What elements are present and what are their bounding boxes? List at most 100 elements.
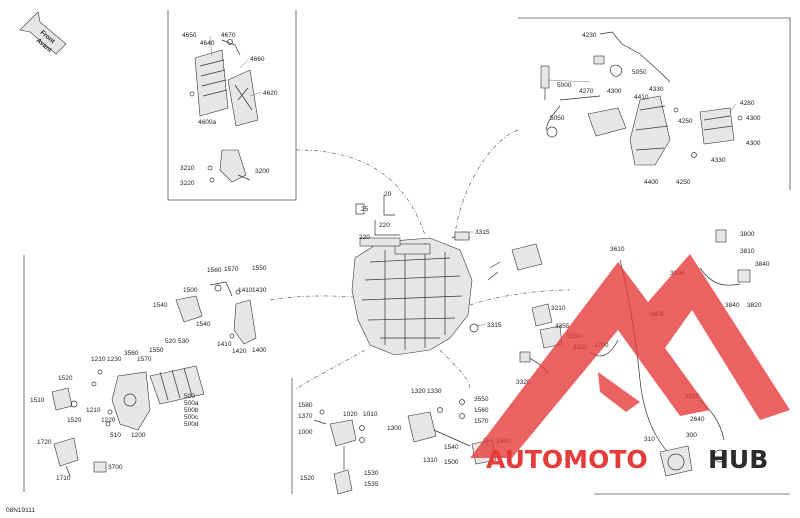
callout-label: 530 <box>178 338 189 345</box>
callout-label: 4410 <box>634 94 649 101</box>
callout-label: 1540 <box>153 302 168 309</box>
callout-label: 3800 <box>740 231 755 238</box>
callout-label: 1430 <box>252 287 267 294</box>
callout-label: 1010 <box>363 411 378 418</box>
callout-label: 500b <box>184 407 199 414</box>
group-box-top-right <box>518 17 791 190</box>
dashed-leaders <box>269 129 571 391</box>
callout-label: 1580 <box>298 402 313 409</box>
callout-label: 1400 <box>252 347 267 354</box>
callout-label: 1210 <box>91 356 106 363</box>
callout-label: 4300 <box>746 115 761 122</box>
drawing-id: 08N19111 <box>6 507 35 514</box>
callout-label: 4660 <box>250 56 265 63</box>
callout-label: 500d <box>184 421 199 428</box>
callout-label: 1300 <box>387 425 402 432</box>
callout-label: 4330 <box>711 157 726 164</box>
callout-label: 4670 <box>221 32 236 39</box>
callout-label: 25 <box>361 206 369 213</box>
callout-label: 4300 <box>607 88 622 95</box>
callout-label: 4650 <box>182 32 197 39</box>
front-direction-arrow: Front Avant <box>19 11 67 55</box>
callout-label: 500c <box>184 414 199 421</box>
callout-label: 5050 <box>632 69 647 76</box>
harness-right <box>519 229 751 477</box>
callout-label: 3550 <box>474 396 489 403</box>
callout-label: 1560 <box>207 267 222 274</box>
callout-label: 3820 <box>747 302 762 309</box>
watermark-logo <box>470 254 790 458</box>
callout-label: 1570 <box>224 266 239 273</box>
callout-label: 3315 <box>487 322 502 329</box>
callout-label: 1530 <box>364 470 379 477</box>
starter-bracket <box>175 281 257 345</box>
callout-label: 3320 <box>516 379 531 386</box>
callout-label: 1550 <box>149 347 164 354</box>
callout-label: 4330 <box>649 86 664 93</box>
callout-label: 1000 <box>298 429 313 436</box>
callout-label: 1540 <box>444 444 459 451</box>
callout-label: 20 <box>384 191 392 198</box>
callout-label: 300 <box>686 432 697 439</box>
callout-label: 1560 <box>474 407 489 414</box>
callout-label: 1570 <box>474 418 489 425</box>
callout-label: 1535 <box>364 481 379 488</box>
callout-label: 1410 <box>238 287 253 294</box>
callout-label: 4600a <box>198 119 216 126</box>
ignition-coil-set <box>540 31 743 166</box>
callout-label: 4250 <box>678 118 693 125</box>
callout-label: 3560 <box>124 350 139 357</box>
callout-label: 3220 <box>180 180 195 187</box>
callout-label: 1230 <box>107 356 122 363</box>
callout-label: 3315 <box>475 229 490 236</box>
callout-label: 520 <box>165 338 176 345</box>
callout-label: 4640 <box>200 40 215 47</box>
callout-label: 3210 <box>180 165 195 172</box>
callout-label: 4280 <box>740 100 755 107</box>
callout-label: 1220 <box>101 417 116 424</box>
watermark-text-automoto: AUTOMOTO <box>486 445 648 474</box>
callout-label: 4620 <box>263 90 278 97</box>
callout-label: 1720 <box>37 439 52 446</box>
leader-lines <box>209 35 737 327</box>
callout-label: 4230 <box>582 32 597 39</box>
callout-label: 500 <box>184 393 195 400</box>
starter-motor <box>91 365 205 431</box>
engine-mount-1000 <box>313 409 365 495</box>
callout-label: 3610 <box>610 246 625 253</box>
callout-label: 1200 <box>131 432 146 439</box>
callout-label: 1410 <box>217 341 232 348</box>
callout-label: 220 <box>379 222 390 229</box>
callout-label: 4270 <box>579 88 594 95</box>
callout-label: 1500 <box>183 287 198 294</box>
callout-label: 3210 <box>551 305 566 312</box>
callout-label: 3840 <box>755 261 770 268</box>
watermark-wordmark: AUTOMOTO HUB <box>486 445 768 474</box>
callout-label: 1020 <box>343 411 358 418</box>
callout-label: 1520 <box>67 417 82 424</box>
callout-label: 1420 <box>232 348 247 355</box>
callout-label: 1710 <box>56 475 71 482</box>
callout-label: 2640 <box>690 416 705 423</box>
callout-label: 1210 <box>86 407 101 414</box>
callout-label: 1370 <box>298 413 313 420</box>
callout-label: 3200 <box>255 168 270 175</box>
callout-label: 220 <box>359 234 370 241</box>
callout-label: 3700 <box>108 464 123 471</box>
callout-label: 4300 <box>746 140 761 147</box>
group-box-top-left <box>167 10 297 201</box>
callout-label: 1520 <box>58 375 73 382</box>
callout-label: 3355 <box>555 323 570 330</box>
callout-label: 1540 <box>196 321 211 328</box>
mount-1720 <box>53 437 107 477</box>
watermark-triangle <box>470 254 790 458</box>
callout-label: 510 <box>110 432 121 439</box>
callout-label: 1330 <box>427 388 442 395</box>
callout-label: 310 <box>644 436 655 443</box>
callout-label: 1570 <box>137 356 152 363</box>
mount-1510 <box>51 387 78 411</box>
ecm-module <box>189 39 259 127</box>
callout-label: 1310 <box>423 457 438 464</box>
watermark-text-hub: HUB <box>708 445 768 474</box>
callout-label: 5050 <box>550 115 565 122</box>
